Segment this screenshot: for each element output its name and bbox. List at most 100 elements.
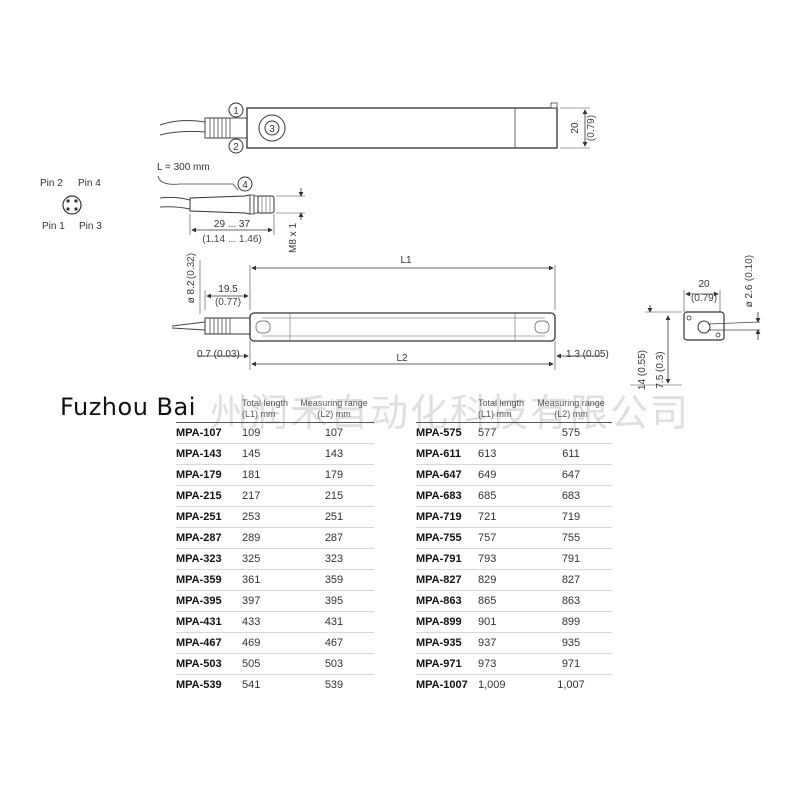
measuring-range-cell: 935 xyxy=(530,632,612,654)
thread-segment xyxy=(257,195,275,214)
callout-4-icon xyxy=(237,176,253,192)
dimension-table-right: Total length(L1) mm Measuring range(L2) … xyxy=(416,398,612,695)
measuring-range-cell: 755 xyxy=(530,527,612,549)
total-length-cell: 865 xyxy=(478,590,530,612)
total-length-cell: 469 xyxy=(242,632,294,654)
offset-dim: 19.5 xyxy=(218,284,238,295)
total-length-cell: 937 xyxy=(478,632,530,654)
cable-length-label: L = 300 mm xyxy=(157,162,210,173)
total-length-cell: 181 xyxy=(242,464,294,486)
model-cell: MPA-719 xyxy=(416,506,478,528)
top-sensor-body xyxy=(246,107,558,149)
total-length-cell: 721 xyxy=(478,506,530,528)
measuring-range-cell: 971 xyxy=(530,653,612,675)
total-length-cell: 145 xyxy=(242,443,294,465)
model-cell: MPA-791 xyxy=(416,548,478,570)
measuring-range-cell: 719 xyxy=(530,506,612,528)
measuring-range-cell: 323 xyxy=(294,548,374,570)
model-cell: MPA-935 xyxy=(416,632,478,654)
diameter-dim: ø 8.2 xyxy=(186,280,197,303)
measuring-range-cell: 395 xyxy=(294,590,374,612)
callout-2-icon xyxy=(228,138,244,154)
end-view: 20 (0.79) ø 2.6 (0.10) 14 (0.55) 7.5 (0.… xyxy=(630,255,761,390)
table-header-total-length: Total length(L1) mm xyxy=(478,398,525,419)
end-height-2: 7.5 (0.3) xyxy=(655,351,666,388)
watermark-latin: Fuzhou Bai xyxy=(60,393,196,421)
measuring-range-cell: 827 xyxy=(530,569,612,591)
total-length-cell: 505 xyxy=(242,653,294,675)
total-length-cell: 901 xyxy=(478,611,530,633)
measuring-range-cell: 791 xyxy=(530,548,612,570)
callout-4: 4 xyxy=(242,180,248,191)
total-length-cell: 973 xyxy=(478,653,530,675)
total-length-cell: 433 xyxy=(242,611,294,633)
measuring-range-cell: 431 xyxy=(294,611,374,633)
model-cell: MPA-251 xyxy=(176,506,242,528)
measuring-range-cell: 467 xyxy=(294,632,374,654)
height-dimension-inch: (0.79) xyxy=(586,115,597,141)
plug-length-inch: (1.14 ... 1.46) xyxy=(202,234,261,245)
pin4-label: Pin 4 xyxy=(78,178,101,189)
measuring-range-cell: 575 xyxy=(530,422,612,444)
height-dimension: 20 xyxy=(570,122,581,134)
pin3-label: Pin 3 xyxy=(79,221,102,232)
measuring-range-cell: 287 xyxy=(294,527,374,549)
pin1-label: Pin 1 xyxy=(42,221,65,232)
total-length-cell: 217 xyxy=(242,485,294,507)
table-header-measuring-range: Measuring range(L2) mm xyxy=(537,398,605,419)
plug-body xyxy=(189,194,251,215)
total-length-cell: 685 xyxy=(478,485,530,507)
total-length-cell: 109 xyxy=(242,422,294,444)
model-cell: MPA-359 xyxy=(176,569,242,591)
l2-label: L2 xyxy=(396,353,408,364)
measuring-range-cell: 503 xyxy=(294,653,374,675)
measuring-range-cell: 539 xyxy=(294,674,374,695)
model-cell: MPA-395 xyxy=(176,590,242,612)
side-sensor-body xyxy=(249,312,556,342)
measuring-range-cell: 863 xyxy=(530,590,612,612)
total-length-cell: 757 xyxy=(478,527,530,549)
total-length-cell: 541 xyxy=(242,674,294,695)
table-header-total-length: Total length(L1) mm xyxy=(242,398,289,419)
measuring-range-cell: 107 xyxy=(294,422,374,444)
measuring-range-cell: 143 xyxy=(294,443,374,465)
model-cell: MPA-827 xyxy=(416,569,478,591)
table-header-measuring-range: Measuring range(L2) mm xyxy=(300,398,368,419)
model-cell: MPA-683 xyxy=(416,485,478,507)
top-sensor-view: 1 2 3 20 (0.79) xyxy=(159,102,597,154)
total-length-cell: 325 xyxy=(242,548,294,570)
total-length-cell: 397 xyxy=(242,590,294,612)
model-cell: MPA-611 xyxy=(416,443,478,465)
model-cell: MPA-467 xyxy=(176,632,242,654)
top-cable xyxy=(159,120,206,126)
model-cell: MPA-503 xyxy=(176,653,242,675)
total-length-cell: 649 xyxy=(478,464,530,486)
callout-2: 2 xyxy=(233,142,239,153)
side-sensor-view: L1 ø 8.2 (0.32) 19.5 (0.77) L2 0.7 (0.03… xyxy=(171,253,609,370)
end-width-inch: (0.79) xyxy=(691,293,717,304)
dimension-table-left: Total length(L1) mm Measuring range(L2) … xyxy=(176,398,374,695)
model-cell: MPA-215 xyxy=(176,485,242,507)
thread-label: M8 x 1 xyxy=(288,223,299,253)
model-cell: MPA-179 xyxy=(176,464,242,486)
model-cell: MPA-755 xyxy=(416,527,478,549)
end-width-dim: 20 xyxy=(698,279,710,290)
measuring-range-cell: 359 xyxy=(294,569,374,591)
measuring-range-cell: 683 xyxy=(530,485,612,507)
